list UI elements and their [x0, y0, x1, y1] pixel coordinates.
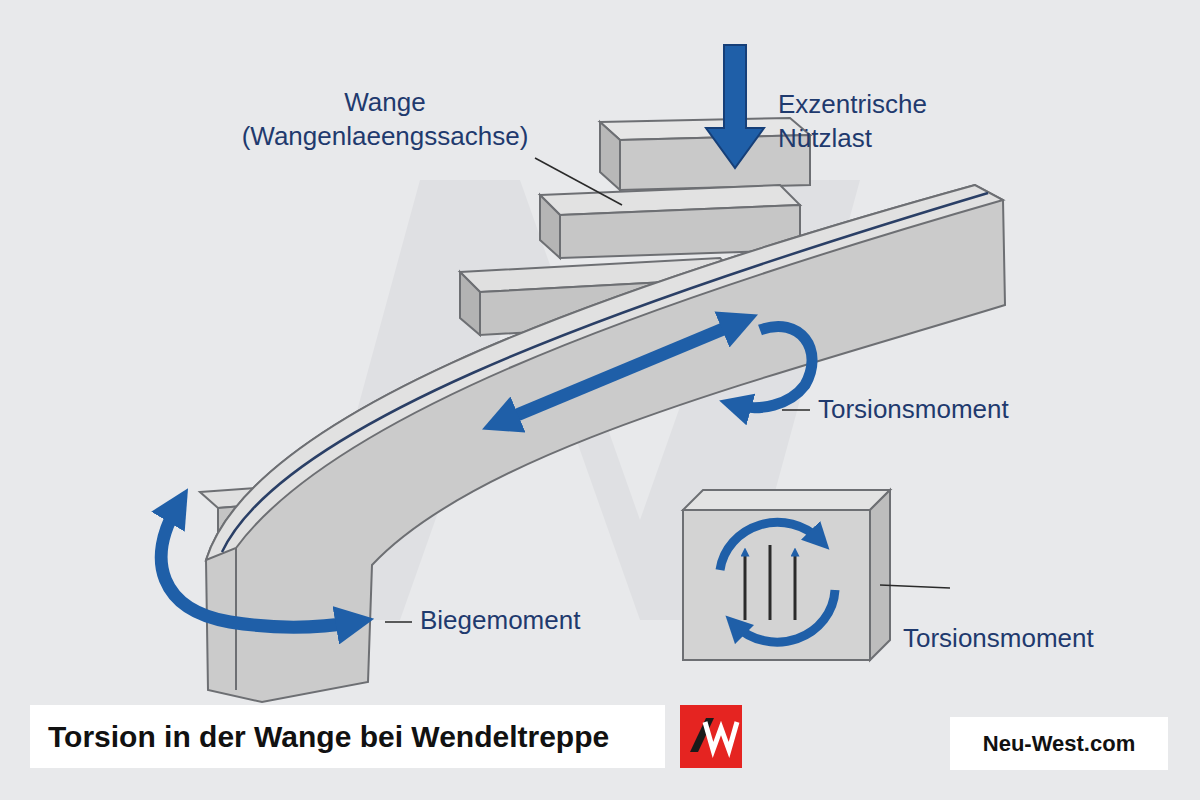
axial-arrow [500, 322, 740, 422]
bending-arrow [161, 505, 355, 627]
cube [683, 490, 890, 660]
load-label: Exzentrische Nützlast [778, 88, 953, 156]
part-label: Wange (Wangenlaeengssachse) [235, 86, 535, 154]
moment-label: Biegemoment [420, 604, 580, 638]
site-box: Neu-West.com [950, 717, 1168, 770]
leader-lines [385, 158, 950, 622]
logo [680, 705, 742, 768]
site-text: Neu-West.com [983, 731, 1135, 757]
moment-label: Torsionsmoment [903, 622, 1094, 656]
title-text: Torsion in der Wange bei Wendeltreppe [48, 720, 609, 754]
moment-label: Torsionsmoment [818, 393, 1009, 427]
cube-torsion-symbol [720, 522, 835, 642]
load-arrow [706, 45, 764, 168]
torsion-arrow [735, 326, 812, 407]
title-band: Torsion in der Wange bei Wendeltreppe [30, 705, 665, 768]
